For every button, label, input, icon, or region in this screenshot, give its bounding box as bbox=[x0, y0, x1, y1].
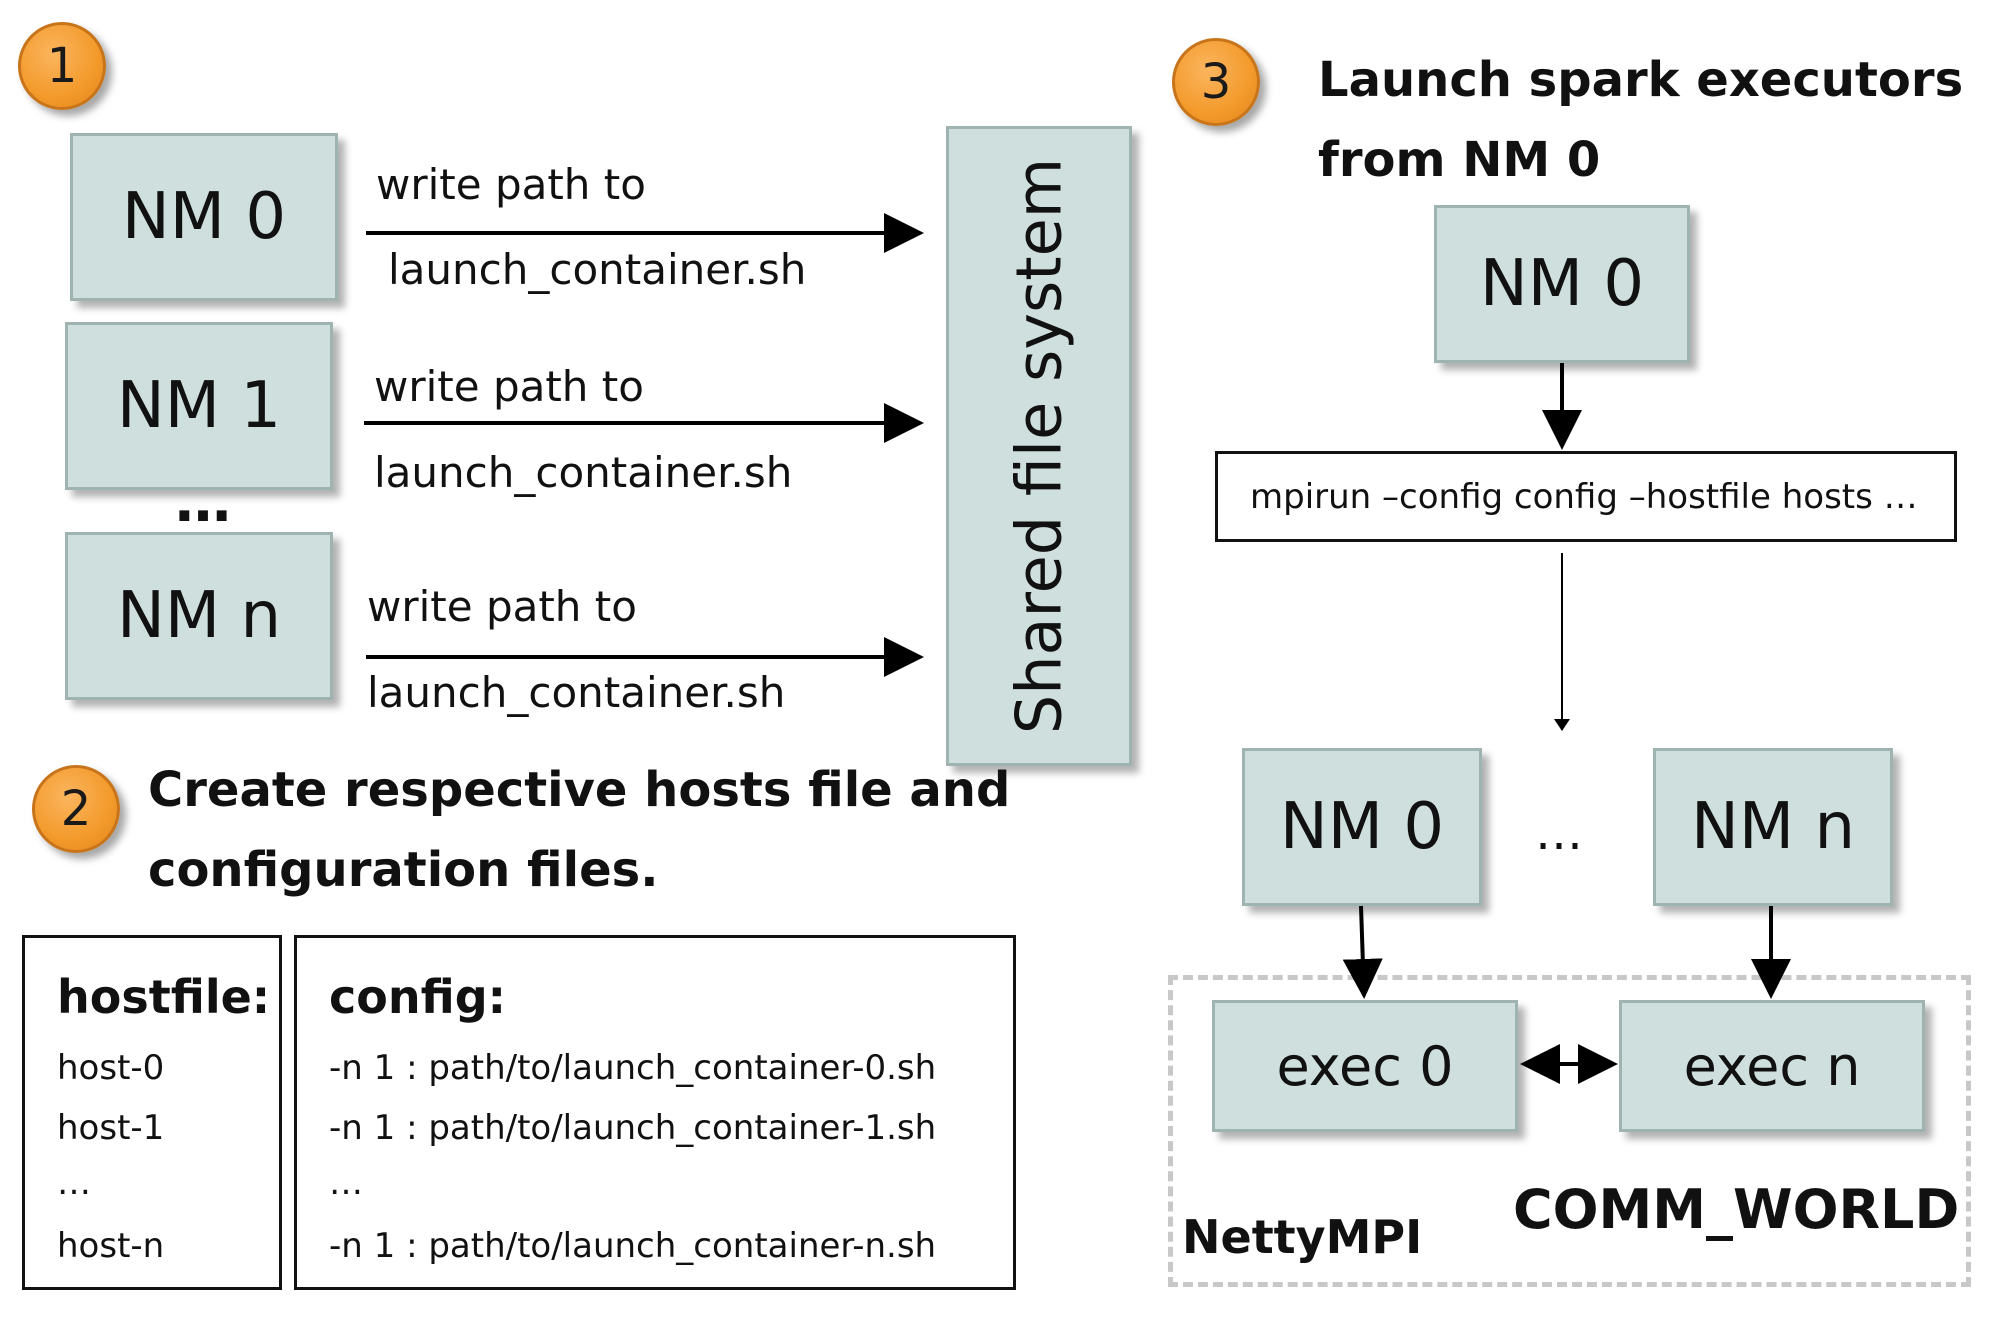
workers-ellipsis: … bbox=[1535, 805, 1583, 861]
hostfile-line: host-n bbox=[57, 1226, 165, 1266]
step-3-heading-line-2: from NM 0 bbox=[1318, 132, 1601, 188]
arrow-2-label-top: write path to bbox=[374, 362, 644, 411]
step-3-heading-line-1: Launch spark executors bbox=[1318, 52, 1964, 108]
comm-world-region bbox=[1168, 975, 1971, 1287]
shared-file-system-box: Shared file system bbox=[946, 126, 1132, 766]
arrow-3-label-bottom: launch_container.sh bbox=[367, 668, 786, 717]
nm-1-box: NM 1 bbox=[65, 322, 333, 490]
step-3-badge: 3 bbox=[1172, 38, 1260, 126]
step-3-number: 3 bbox=[1200, 54, 1232, 110]
step-1-badge: 1 bbox=[18, 22, 106, 110]
exec-n-box: exec n bbox=[1619, 1000, 1925, 1132]
worker-nm-n-label: NM n bbox=[1691, 790, 1855, 864]
hostfile-panel: hostfile: host-0 host-1 … host-n bbox=[22, 935, 282, 1290]
config-line: -n 1 : path/to/launch_container-1.sh bbox=[329, 1108, 937, 1148]
step-2-heading-line-1: Create respective hosts file and bbox=[148, 762, 1011, 818]
config-panel: config: -n 1 : path/to/launch_container-… bbox=[294, 935, 1016, 1290]
step-1-number: 1 bbox=[46, 38, 78, 94]
nm-n-box: NM n bbox=[65, 532, 333, 700]
config-line: … bbox=[329, 1163, 363, 1203]
nm-1-label: NM 1 bbox=[116, 369, 282, 443]
launcher-nm-0-label: NM 0 bbox=[1479, 247, 1645, 321]
nm-0-label: NM 0 bbox=[121, 180, 287, 254]
arrow-2-label-bottom: launch_container.sh bbox=[374, 448, 793, 497]
nodes-ellipsis: … bbox=[175, 470, 231, 535]
nm-0-box: NM 0 bbox=[70, 133, 338, 301]
arrow-3-label-top: write path to bbox=[367, 582, 637, 631]
nettympi-label: NettyMPI bbox=[1182, 1210, 1423, 1264]
arrow-1-label-bottom: launch_container.sh bbox=[388, 245, 807, 294]
config-line: -n 1 : path/to/launch_container-0.sh bbox=[329, 1048, 937, 1088]
config-title: config: bbox=[329, 970, 507, 1024]
nm-n-label: NM n bbox=[117, 579, 281, 653]
hostfile-line: host-0 bbox=[57, 1048, 165, 1088]
step-2-heading-line-2: configuration files. bbox=[148, 842, 659, 898]
arrow-1-label-top: write path to bbox=[376, 160, 646, 209]
mpirun-command-text: mpirun –config config –hostfile hosts … bbox=[1250, 476, 1918, 517]
step-2-number: 2 bbox=[60, 781, 92, 837]
exec-0-label: exec 0 bbox=[1276, 1034, 1454, 1098]
worker-nm-0-box: NM 0 bbox=[1242, 748, 1482, 906]
hostfile-line: … bbox=[57, 1163, 91, 1203]
worker-nm-n-box: NM n bbox=[1653, 748, 1893, 906]
worker-nm-0-label: NM 0 bbox=[1279, 790, 1445, 864]
exec-n-label: exec n bbox=[1683, 1034, 1861, 1098]
nm-0-to-exec-0-arrow bbox=[1342, 905, 1383, 999]
config-line: -n 1 : path/to/launch_container-n.sh bbox=[329, 1226, 937, 1266]
hostfile-line: host-1 bbox=[57, 1108, 165, 1148]
step-2-badge: 2 bbox=[32, 765, 120, 853]
hostfile-title: hostfile: bbox=[57, 970, 271, 1024]
mpirun-command-box: mpirun –config config –hostfile hosts … bbox=[1215, 451, 1957, 542]
exec-0-box: exec 0 bbox=[1212, 1000, 1518, 1132]
launcher-nm-0-box: NM 0 bbox=[1434, 205, 1690, 363]
comm-world-label: COMM_WORLD bbox=[1513, 1178, 1960, 1241]
